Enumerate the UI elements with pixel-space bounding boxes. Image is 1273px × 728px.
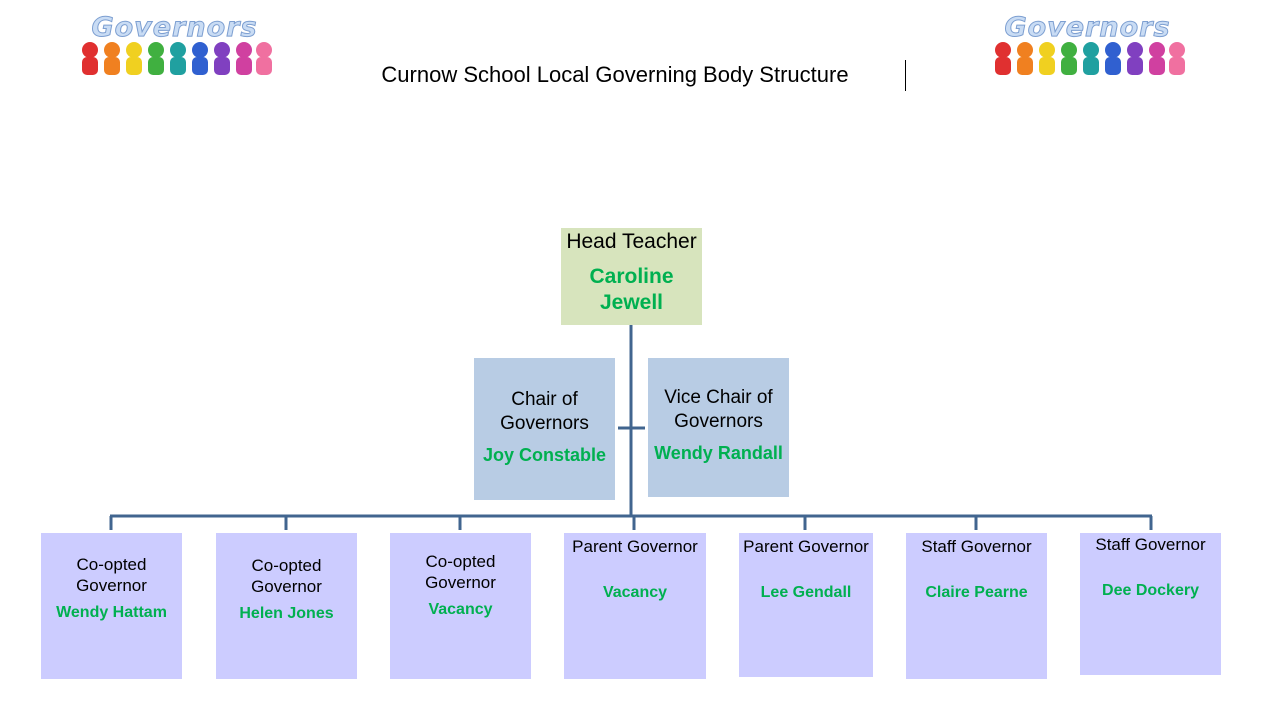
person-name: Vacancy bbox=[602, 583, 668, 601]
role-label: Chair of Governors bbox=[500, 389, 589, 434]
role-label: Co-opted Governor bbox=[251, 556, 322, 597]
role-label: Staff Governor bbox=[1095, 535, 1206, 554]
governor-box: Co-opted Governor Wendy Hattam bbox=[41, 533, 182, 679]
person-name: Vacancy bbox=[428, 600, 493, 618]
role-label: Co-opted Governor bbox=[76, 555, 147, 596]
role-label: Parent Governor bbox=[743, 537, 869, 556]
governor-box: Parent Governor Vacancy bbox=[564, 533, 706, 679]
role-label: Staff Governor bbox=[921, 537, 1032, 556]
governors-logo-left: Governors bbox=[72, 12, 277, 82]
role-label: Parent Governor bbox=[572, 537, 698, 556]
page-title: Curnow School Local Governing Body Struc… bbox=[381, 62, 849, 87]
vice-chair-box: Vice Chair of Governors Wendy Randall bbox=[648, 358, 789, 497]
person-name: Wendy Randall bbox=[654, 442, 783, 463]
person-name: Helen Jones bbox=[239, 604, 334, 622]
person-name: Wendy Hattam bbox=[56, 603, 167, 621]
logo-text: Governors bbox=[91, 12, 258, 44]
people-chain-icon bbox=[995, 42, 1185, 75]
governor-box: Staff Governor Dee Dockery bbox=[1080, 533, 1221, 675]
person-name: Joy Constable bbox=[482, 444, 607, 465]
role-label: Vice Chair of Governors bbox=[664, 387, 773, 432]
governors-logo-right: Governors bbox=[985, 12, 1190, 82]
governor-box: Staff Governor Claire Pearne bbox=[906, 533, 1047, 679]
role-label: Co-opted Governor bbox=[425, 552, 496, 593]
person-name: Dee Dockery bbox=[1102, 581, 1199, 599]
governor-box: Co-opted Governor Vacancy bbox=[390, 533, 531, 679]
governor-box: Co-opted Governor Helen Jones bbox=[216, 533, 357, 679]
person-name: Claire Pearne bbox=[925, 583, 1028, 601]
head-teacher-box: Head Teacher Caroline Jewell bbox=[561, 228, 702, 325]
text-cursor bbox=[905, 60, 906, 91]
role-label: Head Teacher bbox=[566, 230, 697, 253]
chair-box: Chair of Governors Joy Constable bbox=[474, 358, 615, 500]
person-name: Lee Gendall bbox=[760, 583, 852, 601]
people-chain-icon bbox=[82, 42, 272, 75]
person-name: Caroline Jewell bbox=[589, 265, 674, 315]
logo-text: Governors bbox=[1004, 12, 1171, 44]
governor-box: Parent Governor Lee Gendall bbox=[739, 533, 873, 677]
